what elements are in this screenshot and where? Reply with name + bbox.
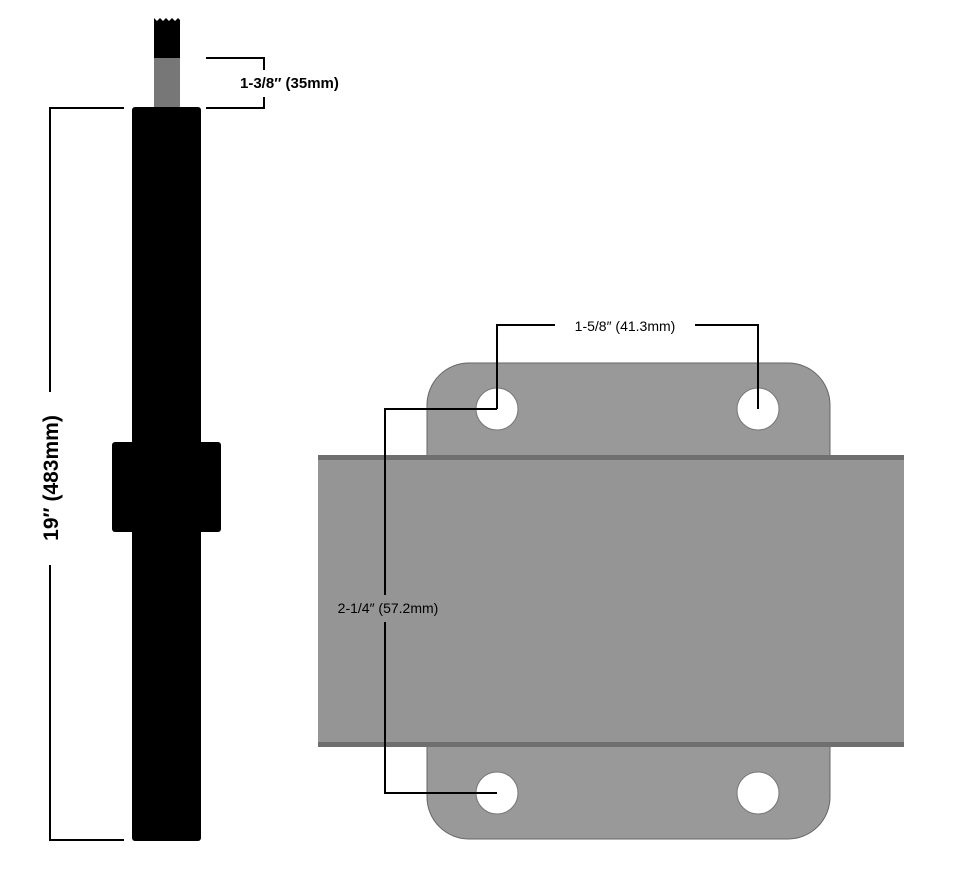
overall-length-label: 19″ (483mm) — [40, 415, 63, 541]
horizontal-spacing-label: 1-5/8″ (41.3mm) — [575, 318, 676, 334]
vertical-spacing-label: 2-1/4″ (57.2mm) — [338, 600, 439, 616]
rod-tip-band — [154, 58, 180, 108]
rod — [112, 18, 221, 841]
tip-length-label: 1-3/8″ (35mm) — [240, 75, 339, 92]
hole-bottom-right — [736, 771, 780, 815]
hole-spacing-dimensions — [384, 324, 759, 794]
tip-dimension — [206, 57, 265, 109]
channel — [318, 455, 904, 747]
rod-collar — [112, 442, 221, 532]
rod-tip — [154, 18, 180, 58]
overall-dimension — [49, 107, 124, 841]
